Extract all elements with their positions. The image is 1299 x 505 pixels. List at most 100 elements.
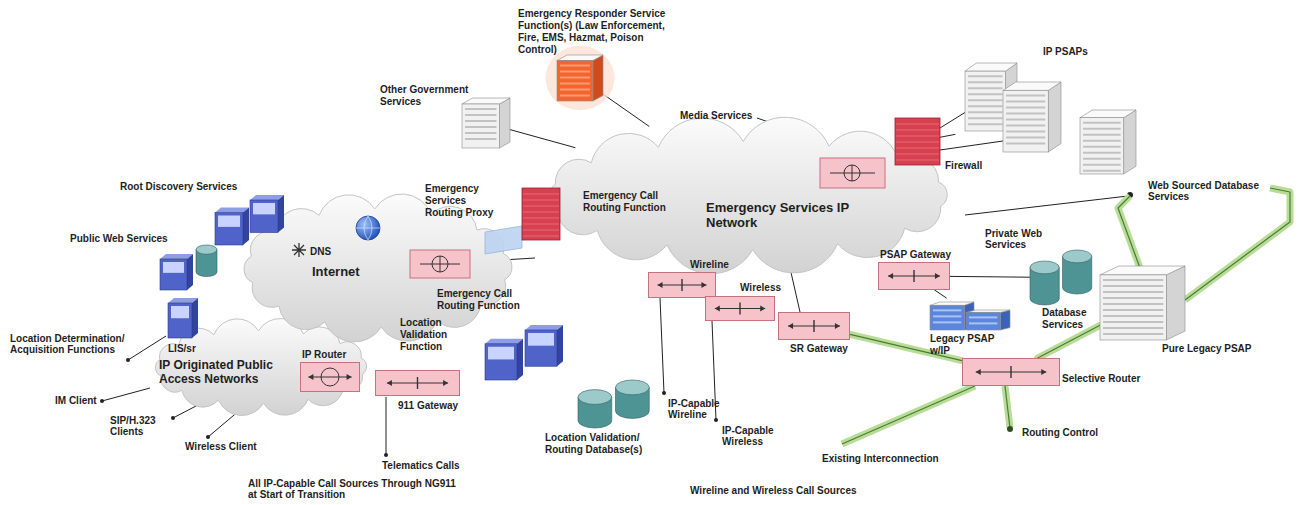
- building-roof: [557, 55, 603, 61]
- building-side: [1000, 310, 1010, 330]
- gateway-box-shape: [705, 296, 775, 321]
- node-label: Location Validation/ Routing Database(s): [545, 432, 655, 456]
- globe-meridian: [356, 216, 380, 240]
- symbol-line: [308, 377, 351, 378]
- symbol-ring: [321, 368, 339, 386]
- node-label: Other Government Services: [380, 84, 480, 108]
- window-row: [1006, 136, 1045, 138]
- glow: [546, 46, 615, 110]
- trunk-core: [1038, 325, 1100, 358]
- server-pair-shape: [215, 195, 285, 245]
- building-shape: [462, 98, 510, 148]
- gateway-box: Wireless: [705, 296, 775, 321]
- window-row: [1103, 327, 1163, 329]
- window-row: [1103, 321, 1163, 323]
- window-row: [1103, 303, 1163, 305]
- annotation-label: IP-Capable Wireless: [722, 425, 784, 447]
- database-cylinders-shape: [578, 380, 653, 428]
- server-screen: [488, 347, 514, 360]
- wire-end-dot: [126, 358, 130, 362]
- annotation-label: DNS: [310, 246, 331, 257]
- building-roof: [930, 302, 974, 305]
- symbol-bar: [813, 320, 814, 332]
- window-row: [1103, 309, 1163, 311]
- node-label: Firewall: [945, 160, 982, 172]
- green-trunk: [1118, 196, 1140, 268]
- brick-line: [523, 224, 559, 225]
- window-row: [1083, 152, 1121, 154]
- node-label: LIS/sr: [168, 343, 196, 355]
- server-pair-shape: [485, 325, 565, 380]
- window-row: [465, 132, 496, 134]
- server-side: [192, 298, 198, 338]
- node-label: SR Gateway: [790, 343, 848, 355]
- server-front: [168, 303, 192, 338]
- symbol-bar: [1010, 366, 1011, 378]
- building-side: [1124, 110, 1136, 174]
- window-row: [968, 81, 1003, 83]
- node-label: Wireless: [740, 282, 781, 294]
- cloud-title: Emergency Services IP Network: [706, 200, 881, 230]
- wall-face: [522, 188, 560, 240]
- database-cylinders: Database Services: [1030, 250, 1095, 305]
- window-row: [968, 87, 1003, 89]
- window-row: [933, 315, 961, 317]
- box-face: [376, 371, 460, 396]
- server-front: [485, 344, 517, 380]
- node-label: Emergency Call Routing Function: [583, 190, 683, 214]
- window-row: [1006, 106, 1045, 108]
- window-row: [1083, 158, 1121, 160]
- network-link: [935, 290, 947, 298]
- window-row: [1083, 140, 1121, 142]
- green-trunk-core: [1185, 188, 1290, 300]
- building-roof: [1003, 82, 1061, 90]
- server-front: [525, 330, 557, 366]
- brick-line: [523, 212, 559, 213]
- window-row: [560, 65, 590, 67]
- window-row: [560, 77, 590, 79]
- wire: [790, 268, 800, 312]
- annotation-label: Wireless Client: [185, 441, 257, 452]
- brick-line: [523, 230, 559, 231]
- firewall-wall: Firewall: [895, 118, 940, 165]
- window-row: [1103, 297, 1163, 299]
- building: Pure Legacy PSAP: [1100, 266, 1185, 340]
- brick-line: [896, 124, 939, 125]
- node-label: PSAP Gateway: [880, 249, 951, 261]
- annotation-label: Location Determination/ Acquisition Func…: [10, 333, 150, 355]
- link-line: [940, 134, 955, 137]
- gateway-box-shape: [962, 358, 1060, 386]
- box-face: [779, 313, 850, 340]
- brick-line: [896, 136, 939, 137]
- annotation-label: Wireline and Wireless Call Sources: [690, 485, 857, 496]
- window-row: [1083, 164, 1121, 166]
- server-box-shape: [168, 298, 198, 338]
- window-row: [1006, 142, 1045, 144]
- window-row: [465, 120, 496, 122]
- routing-proxy-wall: Emergency Services Routing ProxyEmergenc…: [522, 188, 560, 240]
- server-side: [278, 195, 284, 233]
- window-row: [1083, 122, 1121, 124]
- wire-end-dot: [171, 416, 175, 420]
- window-row: [1103, 285, 1163, 287]
- wire-end-dot: [206, 435, 210, 439]
- database-top: [1030, 261, 1059, 274]
- wire-end-dot: [1007, 426, 1013, 432]
- link-line: [603, 94, 649, 126]
- node-label: Public Web Services: [70, 233, 168, 245]
- gateway-box: PSAP Gateway: [878, 262, 950, 290]
- legacy-psap-building-shape: [930, 298, 1010, 330]
- building-front: [462, 104, 499, 148]
- server-side: [517, 339, 523, 380]
- building-side: [499, 98, 510, 148]
- server-top: [525, 325, 563, 330]
- server-top: [215, 208, 249, 213]
- trunk-connector: [1038, 325, 1100, 358]
- firewall-wall-shape: [895, 118, 940, 165]
- server-side: [243, 208, 249, 246]
- link-line: [950, 276, 1030, 278]
- node-label: Emergency Call Routing Function: [437, 288, 522, 312]
- web-server-shape: [160, 245, 220, 290]
- brick-line: [896, 160, 939, 161]
